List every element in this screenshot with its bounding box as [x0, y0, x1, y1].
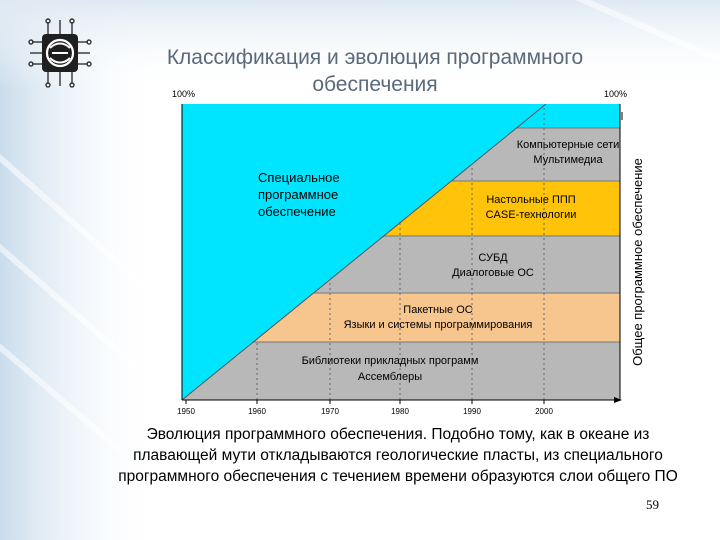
vertical-axis-label: Общее программное обеспечение: [630, 158, 645, 366]
layer-band: [182, 342, 620, 400]
x-axis-arrow: [614, 397, 622, 403]
x-tick-label: 1960: [248, 407, 266, 416]
layer-label-line-1: Настольные ППП: [486, 194, 575, 206]
x-tick-label: 1970: [321, 407, 339, 416]
right-100-label: 100%: [604, 89, 628, 99]
x-tick-label: 2000: [535, 407, 553, 416]
layer-label-line-2: Мультимедиа: [533, 154, 603, 166]
boundary-diagonal: [181, 103, 547, 401]
layer-label-line-2: Ассемблеры: [358, 371, 422, 383]
layer-label-line-2: Языки и системы программирования: [344, 319, 533, 331]
layer-band: [313, 236, 620, 293]
special-region-label-line: обеспечение: [258, 204, 336, 219]
layer-label-line-1: СУБД: [478, 252, 508, 264]
special-software-region-top: [516, 104, 620, 128]
layer-label-line-1: Библиотеки прикладных программ: [302, 355, 479, 367]
chip-logo-icon: [28, 18, 92, 88]
slide-title: Классификация и эволюция программного об…: [166, 46, 584, 96]
layer-band: [383, 181, 620, 236]
x-tick-label: 1950: [177, 407, 195, 416]
special-region-label-line: программное: [258, 187, 338, 202]
x-tick-label: 1990: [463, 407, 481, 416]
x-tick-label: 1980: [391, 407, 409, 416]
left-100-label: 100%: [172, 89, 196, 99]
layer-label-line-2: Диалоговые ОС: [452, 267, 534, 279]
page-number: 59: [646, 497, 659, 512]
layer-label-line-1: Пакетные ОС: [403, 304, 472, 316]
layer-band: [253, 293, 620, 342]
layer-band: [451, 128, 620, 181]
special-region-label-line: Специальное: [258, 170, 340, 185]
slide-caption: Эволюция программного обеспечения. Подоб…: [118, 426, 678, 485]
layer-label-line-2: CASE-технологии: [486, 209, 577, 221]
layer-label-line-1: Компьютерные сети: [517, 139, 620, 151]
